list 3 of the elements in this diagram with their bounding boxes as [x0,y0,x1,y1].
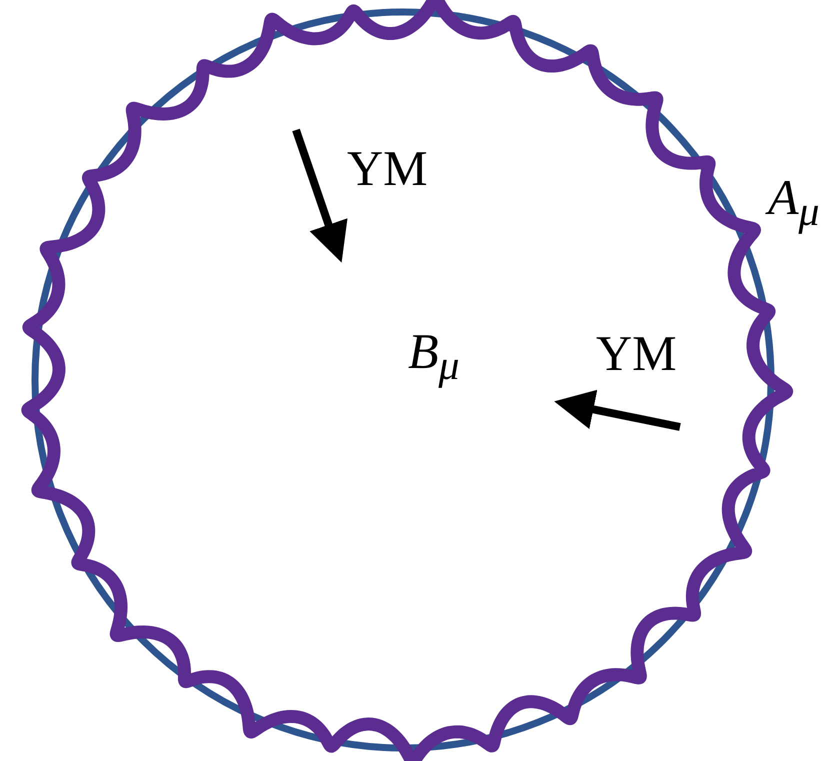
operator-label: YM [347,143,428,193]
operator-label: YM [596,328,677,378]
field-label: B$_{μ}$ [408,326,460,388]
